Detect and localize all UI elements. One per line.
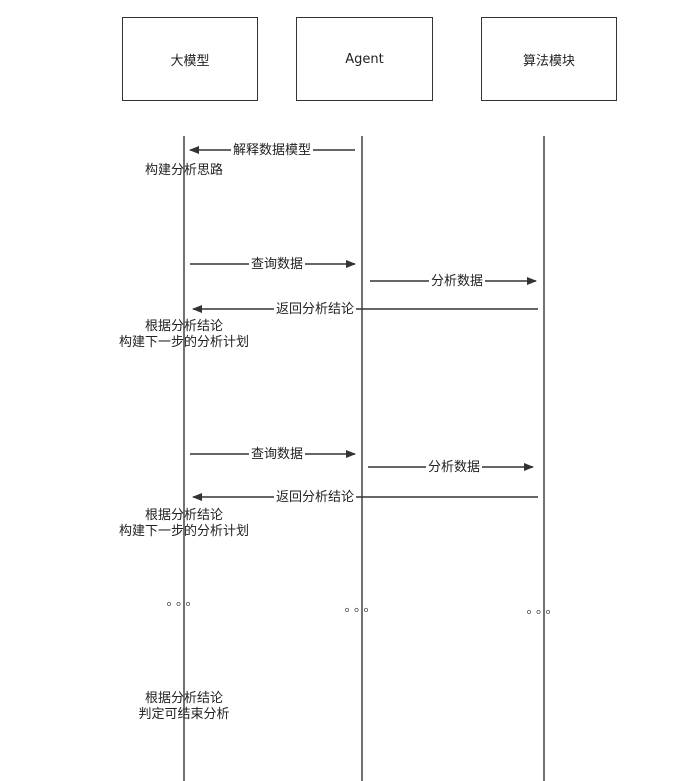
message-label-2: 查询数据	[249, 257, 306, 273]
participant-algo-label: 算法模块	[522, 53, 575, 69]
note-3-line-1: 根据分析结论	[144, 508, 224, 523]
message-label-4: 返回分析结论	[274, 302, 357, 318]
message-label-3: 分析数据	[429, 274, 486, 290]
participant-llm: 大模型	[122, 17, 258, 101]
note-2-line-1: 根据分析结论	[144, 319, 224, 334]
message-label-5: 查询数据	[249, 447, 306, 463]
participant-algo: 算法模块	[481, 17, 617, 101]
note-3: 根据分析结论 构建下一步的分析计划	[119, 508, 249, 540]
note-2: 根据分析结论 构建下一步的分析计划	[119, 319, 249, 351]
message-label-6: 分析数据	[426, 460, 483, 476]
note-2-line-2: 构建下一步的分析计划	[118, 335, 250, 350]
note-4-line-2: 判定可结束分析	[138, 707, 230, 722]
ellipsis-algo: 。。。	[526, 602, 562, 617]
participant-agent: Agent	[296, 17, 433, 101]
note-3-line-2: 构建下一步的分析计划	[118, 524, 250, 539]
note-1: 构建分析思路	[145, 163, 223, 179]
note-4: 根据分析结论 判定可结束分析	[138, 691, 229, 723]
message-label-1: 解释数据模型	[231, 143, 314, 159]
participant-llm-label: 大模型	[170, 53, 210, 69]
participant-agent-label: Agent	[345, 51, 384, 67]
note-4-line-1: 根据分析结论	[144, 691, 224, 706]
ellipsis-agent: 。。。	[344, 600, 380, 615]
note-1-line-1: 构建分析思路	[144, 163, 224, 178]
ellipsis-llm: 。。。	[166, 594, 202, 609]
message-label-7: 返回分析结论	[274, 490, 357, 506]
